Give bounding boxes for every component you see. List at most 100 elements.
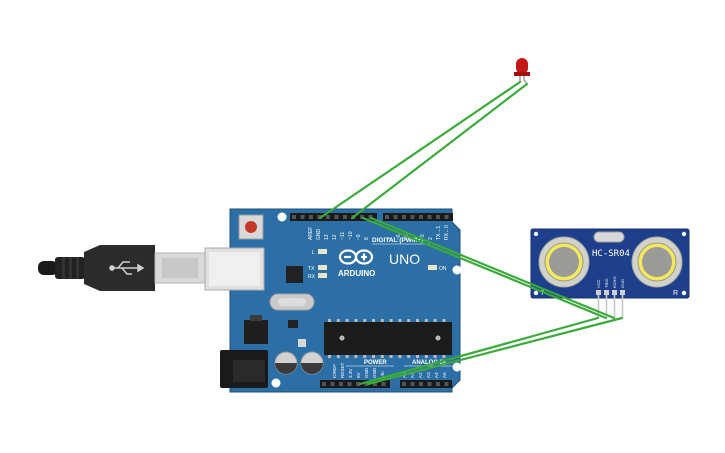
- wire-led-to-gnd[interactable]: [318, 80, 522, 220]
- label-aref: AREF: [308, 227, 314, 240]
- led-legs: [519, 76, 528, 85]
- power-pin-1[interactable]: [330, 382, 335, 386]
- digital-pin-11[interactable]: [393, 215, 398, 219]
- sensor-corner-holes: [533, 231, 687, 296]
- label-3v3: 3.3V: [348, 368, 353, 378]
- digital-pin-16[interactable]: [436, 215, 440, 219]
- label-7: 7: [388, 237, 394, 240]
- digital-pin-0[interactable]: [292, 215, 296, 219]
- sensor-pin-vcc[interactable]: [596, 290, 601, 295]
- electrolytic-capacitor-1: [274, 351, 298, 375]
- uno-wordmark: UNO: [389, 251, 420, 267]
- sensor-pin-echo-label: ECHO: [612, 276, 617, 288]
- sensor-pin-gnd-label: GND: [620, 279, 625, 288]
- usb-cable[interactable]: [38, 245, 206, 291]
- chip-pin-bottom-10: [416, 355, 419, 358]
- label-a4: A4: [434, 372, 439, 378]
- digital-pin-9[interactable]: [368, 215, 373, 219]
- label-gnd-p2: GND: [372, 367, 377, 378]
- chip-pin-bottom-12: [433, 355, 437, 358]
- power-pin-10[interactable]: [419, 382, 423, 386]
- sensor-pin-trig-label: TRIG: [604, 278, 609, 288]
- label-12: 12: [332, 234, 338, 240]
- label-8: 8: [364, 237, 370, 240]
- digital-pin-5[interactable]: [334, 215, 339, 219]
- digital-header-left[interactable]: [290, 213, 377, 221]
- digital-pin-14[interactable]: [419, 215, 423, 219]
- digital-pin-1[interactable]: [300, 215, 305, 219]
- digital-pin-6[interactable]: [343, 215, 347, 219]
- chip-pin-bottom-2: [345, 355, 349, 358]
- power-pin-0[interactable]: [322, 382, 326, 386]
- power-header[interactable]: [320, 380, 390, 388]
- sensor-pins[interactable]: [596, 290, 625, 295]
- voltage-regulator: [244, 320, 268, 344]
- label-reset: RESET: [340, 362, 345, 378]
- digital-pin-12[interactable]: [402, 215, 406, 219]
- led-rx: [318, 273, 327, 278]
- led-tx-label: TX: [308, 266, 315, 272]
- hc-sr04-sensor[interactable]: HC-SR04 T R VCC TRIG ECHO GND: [530, 228, 690, 318]
- chip-pin-bottom-7: [389, 355, 393, 358]
- wire-echo[interactable]: [369, 216, 616, 320]
- chip-pin-top-11: [424, 319, 428, 322]
- red-led[interactable]: [514, 58, 530, 85]
- power-pin-5[interactable]: [364, 382, 369, 386]
- chip-pin-bottom-3: [354, 355, 358, 358]
- digital-pin-10[interactable]: [385, 215, 389, 219]
- label-9: ~9: [356, 234, 362, 240]
- power-pin-3[interactable]: [347, 382, 352, 386]
- power-pin-7[interactable]: [381, 382, 386, 386]
- wire-gnd[interactable]: [366, 316, 624, 386]
- digital-pin-17[interactable]: [444, 215, 449, 219]
- chip-pin-top-10: [416, 319, 419, 322]
- sensor-t-mark: T: [540, 290, 545, 297]
- arduino-uno-board[interactable]: AREF GND 13 12 ~11 ~10 ~9 8 7 ~6 ~5 4 ~3…: [204, 208, 462, 393]
- power-pin-2[interactable]: [339, 382, 343, 386]
- power-pin-6[interactable]: [373, 382, 377, 386]
- mounting-hole-right: [452, 265, 462, 275]
- mounting-hole-top-left: [277, 212, 287, 222]
- label-vin: Vin: [380, 371, 385, 378]
- chip-pin-top-5: [372, 319, 375, 322]
- sensor-crystal: [593, 231, 625, 243]
- label-a3: A3: [426, 372, 431, 378]
- digital-pin-13[interactable]: [410, 215, 415, 219]
- power-pin-9[interactable]: [410, 382, 415, 386]
- wire-vcc-5v[interactable]: [358, 316, 600, 386]
- digital-pin-4[interactable]: [326, 215, 330, 219]
- power-pin-11[interactable]: [427, 382, 432, 386]
- reset-button-cap[interactable]: [245, 221, 257, 233]
- chip-pin-top-0: [328, 319, 331, 322]
- chip-pin-top-7: [389, 319, 393, 322]
- label-6: ~6: [396, 234, 402, 240]
- analog-header[interactable]: [400, 380, 452, 388]
- arduino-infinity-logo: [338, 249, 374, 265]
- smd-cap: [298, 339, 306, 347]
- digital-pin-15[interactable]: [427, 215, 432, 219]
- digital-header-right[interactable]: [383, 213, 453, 221]
- chip-pin-top-1: [336, 319, 340, 322]
- wire-led-to-pin10[interactable]: [350, 82, 529, 220]
- label-rx0: RX←0: [444, 225, 450, 240]
- power-pin-4[interactable]: [356, 382, 360, 386]
- power-analog-header-pins[interactable]: [322, 382, 449, 386]
- power-pin-12[interactable]: [436, 382, 440, 386]
- label-5v: 5V: [356, 371, 361, 378]
- sensor-pin-echo[interactable]: [612, 290, 617, 295]
- led-tx: [318, 265, 327, 270]
- power-pin-13[interactable]: [444, 382, 449, 386]
- digital-pin-3[interactable]: [317, 215, 322, 219]
- digital-pin-2[interactable]: [309, 215, 313, 219]
- digital-pin-8[interactable]: [360, 215, 364, 219]
- wires[interactable]: [318, 80, 624, 386]
- power-pin-8[interactable]: [402, 382, 406, 386]
- usb-interface-chip: [286, 266, 303, 283]
- chip-pin-bottom-4: [363, 355, 367, 358]
- label-10: ~10: [348, 231, 354, 240]
- sensor-pin-trig[interactable]: [604, 290, 609, 295]
- wire-trig[interactable]: [361, 216, 608, 320]
- sensor-pin-gnd[interactable]: [620, 290, 625, 295]
- chip-pin-top-12: [433, 319, 437, 322]
